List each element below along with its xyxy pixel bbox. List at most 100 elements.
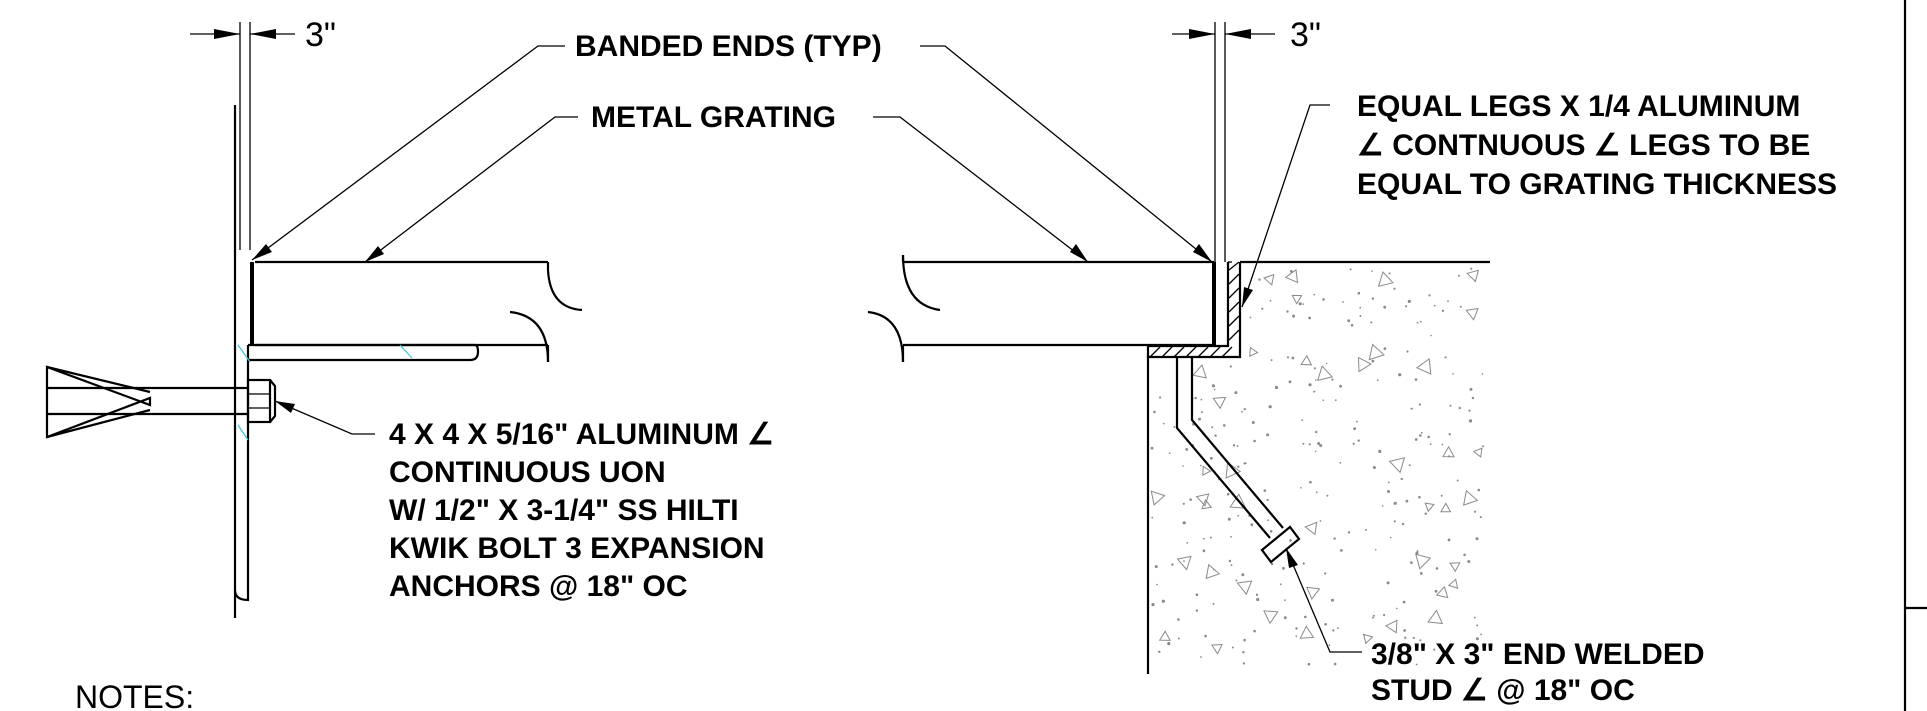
aggregate-triangle [1201, 498, 1213, 510]
concrete-speckle [1232, 444, 1236, 447]
concrete-speckle [1292, 314, 1296, 318]
concrete-speckle [1214, 434, 1217, 437]
concrete-speckle [1241, 573, 1245, 577]
concrete-speckle [1356, 420, 1358, 423]
aggregate-triangle [1284, 268, 1299, 284]
concrete-speckle [1253, 439, 1256, 443]
concrete-speckle [1352, 442, 1355, 445]
concrete-speckle [1243, 408, 1246, 411]
concrete-speckle [1263, 489, 1267, 492]
aggregate-triangle [1465, 307, 1479, 321]
concrete-speckle [1202, 549, 1206, 553]
metal-grating-callout: METAL GRATING [591, 101, 836, 134]
concrete-speckle [1189, 498, 1192, 501]
aggregate-triangle [1368, 343, 1385, 361]
concrete-speckle [1419, 639, 1422, 642]
concrete-speckle [1371, 359, 1375, 363]
concrete-speckle [1475, 537, 1479, 541]
concrete-speckle [1298, 302, 1302, 306]
concrete-speckle [1337, 627, 1339, 629]
left-dimension-label: 3" [305, 16, 336, 54]
concrete-speckle [1195, 609, 1199, 612]
concrete-speckle [1258, 278, 1261, 281]
concrete-speckle [1200, 464, 1202, 467]
stud-callout-line-2: STUD ∠ @ 18" OC [1371, 674, 1635, 707]
concrete-speckle [1350, 324, 1354, 327]
concrete-speckle [1182, 465, 1184, 467]
concrete-speckle [1339, 384, 1342, 388]
anchor-callout-line-1: 4 X 4 X 5/16" ALUMINUM ∠ [389, 418, 774, 451]
concrete-speckle [1469, 387, 1473, 391]
aggregate-triangle [1377, 271, 1394, 287]
aggregate-triangle [1150, 490, 1166, 506]
angle-callout-line-3: EQUAL TO GRATING THICKNESS [1357, 168, 1837, 201]
concrete-speckle [1410, 561, 1413, 564]
concrete-speckle [1388, 658, 1390, 661]
aggregate-triangle [1424, 502, 1435, 513]
concrete-speckle [1242, 662, 1246, 665]
concrete-speckle [1334, 399, 1337, 402]
concrete-speckle [1211, 384, 1215, 388]
concrete-speckle [1405, 499, 1409, 503]
concrete-speckle [1213, 388, 1216, 391]
aggregate-triangle [1300, 354, 1313, 366]
concrete-speckle [1374, 549, 1377, 551]
concrete-speckle [1283, 616, 1287, 620]
concrete-speckle [1270, 359, 1273, 362]
concrete-speckle [1269, 299, 1272, 302]
concrete-speckle [1405, 305, 1408, 308]
concrete-speckle [1414, 378, 1418, 381]
concrete-speckle [1237, 465, 1240, 468]
concrete-speckle [1243, 462, 1246, 465]
concrete-speckle [1182, 502, 1185, 505]
concrete-speckle [1261, 307, 1264, 310]
concrete-speckle [1429, 443, 1432, 445]
concrete-speckle [1223, 424, 1226, 427]
concrete-speckle [1274, 385, 1279, 390]
concrete-speckle [1400, 477, 1403, 481]
concrete-speckle [1371, 270, 1373, 272]
concrete-speckle [1151, 603, 1155, 607]
concrete-speckle [1441, 309, 1445, 312]
concrete-speckle [1267, 519, 1269, 522]
concrete-speckle [1448, 433, 1451, 436]
concrete-speckle [1340, 549, 1343, 552]
concrete-speckle [1412, 636, 1415, 640]
aggregate-triangle [1472, 447, 1483, 458]
aggregate-triangle [1388, 457, 1406, 474]
concrete-speckle [1269, 530, 1273, 533]
angle-callout-line-1: EQUAL LEGS X 1/4 ALUMINUM [1357, 90, 1800, 123]
concrete-speckle [1471, 396, 1475, 400]
concrete-speckle [1288, 380, 1292, 384]
aggregate-triangle [1427, 609, 1444, 625]
concrete-speckle [1230, 564, 1233, 567]
concrete-speckle [1151, 516, 1154, 519]
concrete-speckle [1295, 627, 1298, 630]
aggregate-triangle [1384, 619, 1398, 634]
concrete-speckle [1266, 433, 1270, 437]
concrete-speckle [1447, 300, 1449, 303]
aggregate-triangle [1236, 580, 1253, 596]
concrete-speckle [1349, 268, 1352, 271]
concrete-speckle [1452, 373, 1454, 375]
angle-section-hatch [1149, 261, 1240, 358]
concrete-speckle [1406, 350, 1409, 353]
concrete-speckle [1339, 462, 1342, 464]
concrete-speckle [1393, 287, 1396, 290]
concrete-speckle [1433, 648, 1436, 651]
stud-callout-line-1: 3/8" X 3" END WELDED [1371, 638, 1705, 671]
concrete-speckle [1408, 464, 1411, 467]
concrete-speckle [1386, 581, 1390, 585]
concrete-speckle [1440, 494, 1443, 497]
angle-callout-line-2: ∠ CONTNUOUS ∠ LEGS TO BE [1357, 129, 1810, 162]
concrete-speckle [1415, 663, 1418, 666]
left-wall-detail [45, 22, 583, 618]
concrete-speckle [1419, 434, 1422, 437]
aggregate-triangle [1249, 346, 1259, 358]
concrete-speckle [1324, 572, 1327, 575]
concrete-speckle [1211, 426, 1214, 429]
concrete-speckle [1177, 618, 1180, 621]
concrete-speckle [1347, 531, 1351, 534]
concrete-speckle [1158, 650, 1161, 653]
